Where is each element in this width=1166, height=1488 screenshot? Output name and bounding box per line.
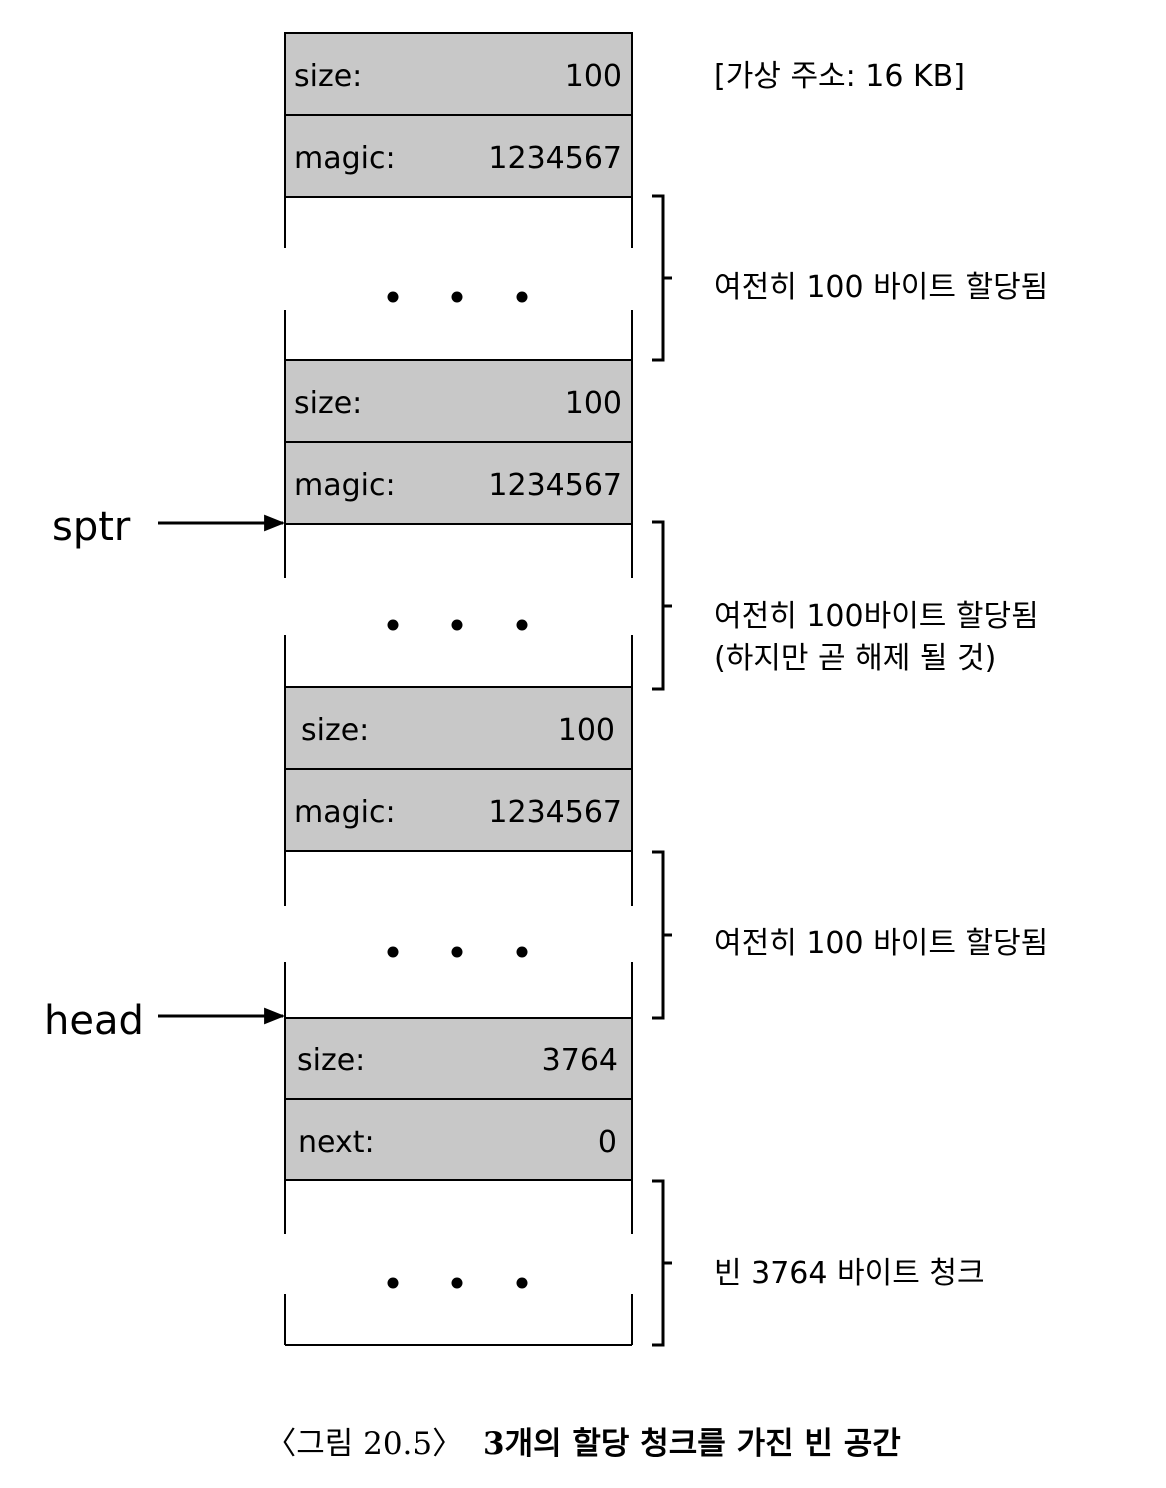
chunk-2-ellipsis <box>387 619 528 631</box>
free-chunk-body <box>284 1180 633 1346</box>
virtual-address-annotation: [가상 주소: 16 KB] <box>714 59 965 94</box>
chunk-3-body <box>284 851 633 1018</box>
chunk-2-size-value: 100 <box>565 386 622 421</box>
chunk-3-size-label: size: <box>301 713 369 748</box>
chunk-3-header: size: 100 magic: 1234567 <box>284 686 633 852</box>
chunk-1-size-label: size: <box>294 59 362 94</box>
chunk-2-magic-row <box>284 441 633 525</box>
free-chunk-header: size: 3764 next: 0 <box>284 1017 633 1181</box>
figure-caption-title: 3개의 할당 청크를 가진 빈 공간 <box>483 1426 901 1462</box>
chunk-3-brace <box>652 850 672 1020</box>
chunk-3-ellipsis <box>387 946 528 958</box>
chunk-2-brace <box>652 520 672 691</box>
chunk-3-annotation: 여전히 100 바이트 할당됨 <box>714 926 1048 961</box>
head-pointer: head <box>44 998 286 1044</box>
free-chunk-size-row <box>284 1017 633 1100</box>
chunk-2-annotation-line-2: (하지만 곧 해제 될 것) <box>714 641 996 676</box>
chunk-1-header: size: 100 magic: 1234567 <box>284 32 633 198</box>
chunk-3-magic-value: 1234567 <box>488 795 622 830</box>
chunk-1-annotation: 여전히 100 바이트 할당됨 <box>714 270 1048 305</box>
head-label: head <box>44 998 144 1044</box>
chunk-1-size-row <box>284 32 633 116</box>
chunk-2-size-label: size: <box>294 386 362 421</box>
free-chunk-ellipsis <box>387 1277 528 1289</box>
chunk-1-brace <box>652 194 672 362</box>
chunk-2-size-row <box>284 359 633 443</box>
free-chunk-brace <box>652 1179 672 1347</box>
free-chunk-size-label: size: <box>297 1043 365 1078</box>
free-chunk-annotation: 빈 3764 바이트 청크 <box>714 1256 985 1291</box>
chunk-1-magic-row <box>284 114 633 198</box>
chunk-1-magic-label: magic: <box>294 141 396 176</box>
free-chunk-size-value: 3764 <box>542 1043 618 1078</box>
chunk-2-annotation-line-1: 여전히 100바이트 할당됨 <box>714 599 1039 634</box>
chunk-3-size-value: 100 <box>558 713 615 748</box>
chunk-3-magic-label: magic: <box>294 795 396 830</box>
free-chunk-next-row <box>284 1098 633 1181</box>
chunk-1-ellipsis <box>387 291 528 303</box>
chunk-1-body <box>284 197 633 360</box>
free-chunk-next-value: 0 <box>598 1125 617 1160</box>
chunk-2-magic-label: magic: <box>294 468 396 503</box>
free-chunk-next-label: next: <box>298 1125 375 1160</box>
figure-caption-number: 〈그림 20.5〉 <box>265 1426 463 1462</box>
chunk-2-header: size: 100 magic: 1234567 <box>284 359 633 525</box>
chunk-2-magic-value: 1234567 <box>488 468 622 503</box>
sptr-label: sptr <box>52 504 131 550</box>
figure-caption: 〈그림 20.5〉 3개의 할당 청크를 가진 빈 공간 <box>265 1426 901 1462</box>
chunk-2-body <box>284 524 633 687</box>
chunk-1-size-value: 100 <box>565 59 622 94</box>
chunk-1-magic-value: 1234567 <box>488 141 622 176</box>
sptr-pointer: sptr <box>52 504 286 550</box>
chunk-3-magic-row <box>284 768 633 852</box>
